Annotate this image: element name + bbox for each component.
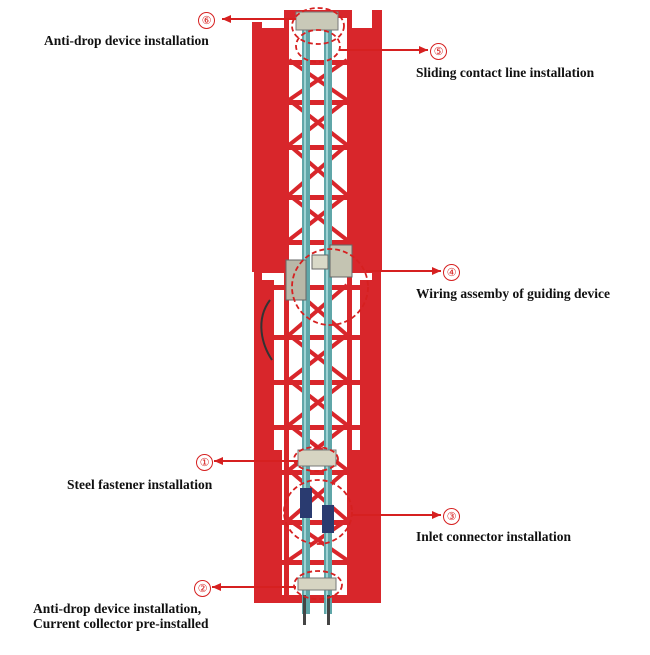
rail-rod-right <box>327 595 330 625</box>
diagonal-brace <box>287 283 349 337</box>
horizontal-crossbar <box>262 285 372 290</box>
callout-number-4: ④ <box>443 264 460 281</box>
arrow-2-head <box>212 583 221 591</box>
steel-fastener <box>297 449 337 467</box>
mast-left-panel-mid <box>262 280 274 455</box>
horizontal-crossbar <box>262 380 372 385</box>
callout-number-6: ⑥ <box>198 12 215 29</box>
anti-drop-device-bottom <box>297 577 337 591</box>
horizontal-crossbar <box>262 335 372 340</box>
callout-number-2: ② <box>194 580 211 597</box>
mast-right-panel-upper <box>352 28 372 273</box>
callout-number-1: ① <box>196 454 213 471</box>
inner-right-post <box>347 10 352 600</box>
horizontal-crossbar <box>262 520 372 525</box>
callout-label-sliding-contact-line: Sliding contact line installation <box>416 65 595 80</box>
arrow-6-head <box>222 15 231 23</box>
diagonal-brace <box>287 333 349 382</box>
mast-base-bar <box>254 595 381 603</box>
guiding-device-center <box>311 254 329 270</box>
horizontal-crossbar <box>262 470 372 475</box>
callout-markers <box>212 7 441 600</box>
arrow-5-head <box>419 46 428 54</box>
horizontal-crossbar <box>262 145 372 150</box>
mast-right-post-lower <box>372 270 381 602</box>
mast-right-panel-mid <box>360 280 372 455</box>
diagonal-brace <box>287 378 349 427</box>
diagonal-brace <box>287 193 349 242</box>
horizontal-crossbar <box>262 100 372 105</box>
guiding-device-right-box <box>329 244 353 278</box>
callout-label-anti-drop-top: Anti-drop device installation <box>44 33 209 48</box>
horizontal-crossbar <box>262 560 372 565</box>
horizontal-crossbar <box>262 195 372 200</box>
callout-number-3: ③ <box>443 508 460 525</box>
anti-drop-device-top <box>295 11 339 31</box>
highlight-anti-drop-top <box>291 7 345 45</box>
diagonal-brace <box>287 58 349 102</box>
inlet-connector-right <box>322 505 334 533</box>
rail-rod-left <box>303 595 306 625</box>
tower-frame <box>252 10 382 603</box>
wiring-cable <box>260 299 273 361</box>
callout-number-5: ⑤ <box>430 43 447 60</box>
sliding-contact-rails <box>302 14 332 625</box>
callout-label-steel-fastener: Steel fastener installation <box>67 477 213 492</box>
tower-bracing <box>262 58 372 565</box>
mast-left-post-upper <box>252 22 262 272</box>
highlight-anti-drop-bottom <box>293 570 343 600</box>
inlet-connector-left <box>300 488 312 518</box>
arrow-3-head <box>432 511 441 519</box>
callout-label-wiring-guiding-device: Wiring assemby of guiding device <box>416 286 611 301</box>
contact-rail-left-highlight <box>304 14 306 614</box>
highlight-sliding-contact-line <box>295 29 341 63</box>
horizontal-crossbar <box>262 60 372 65</box>
inner-left-post <box>284 10 289 600</box>
highlight-inlet-connector <box>283 479 353 545</box>
callout-label-anti-drop-bottom-line2: Current collector pre-installed <box>33 616 209 631</box>
mast-left-panel-upper <box>262 28 284 273</box>
contact-rail-right-highlight <box>326 14 328 614</box>
mast-left-post-lower <box>254 270 262 602</box>
diagonal-brace <box>287 468 349 522</box>
arrow-1-head <box>214 457 223 465</box>
highlight-guiding-device <box>291 248 369 326</box>
horizontal-crossbar <box>262 425 372 430</box>
diagonal-brace <box>287 98 349 147</box>
callout-label-inlet-connector: Inlet connector installation <box>416 529 571 544</box>
highlight-steel-fastener <box>293 446 339 472</box>
diagonal-brace <box>287 143 349 197</box>
diagonal-brace <box>287 518 349 562</box>
guiding-device-left-box <box>285 259 307 301</box>
horizontal-crossbar <box>262 240 372 245</box>
callout-label-anti-drop-bottom-line1: Anti-drop device installation, <box>33 601 202 616</box>
arrow-4-head <box>432 267 441 275</box>
mast-right-post-upper <box>372 10 382 272</box>
